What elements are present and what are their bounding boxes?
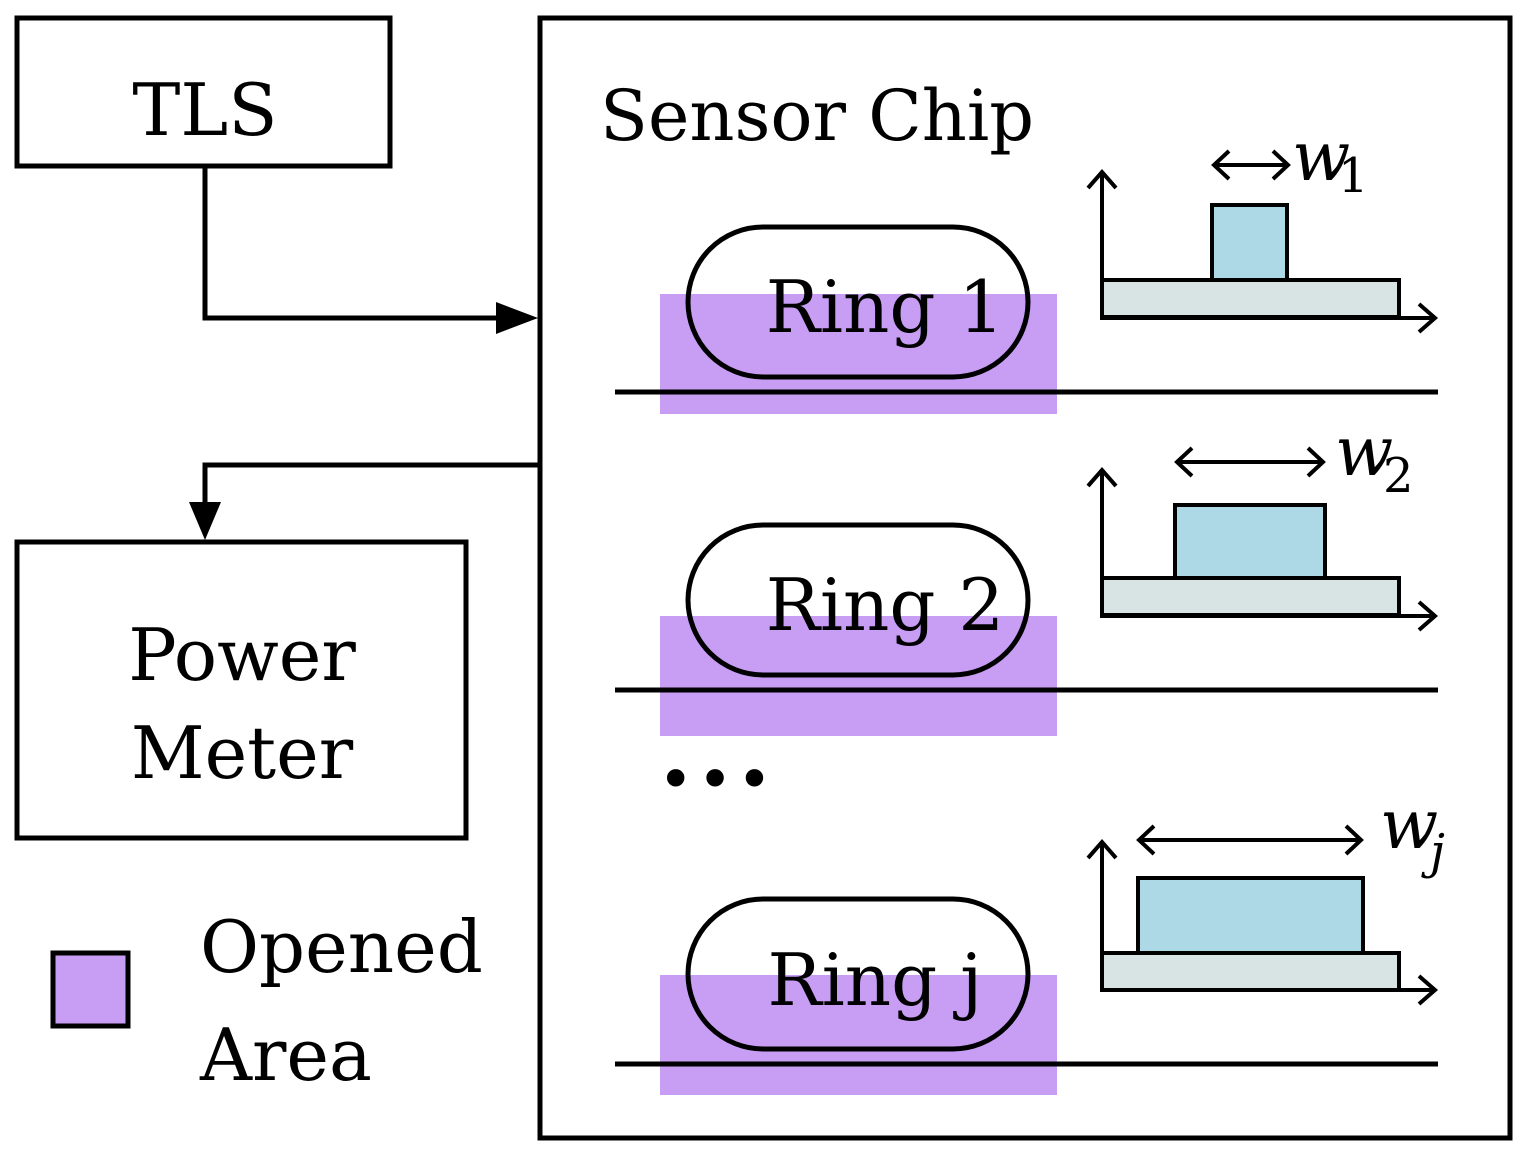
tls-to-chip-arrow (202, 168, 538, 334)
legend: Opened Area (50, 905, 483, 1097)
ring-2-group: Ring 2 w 2 (615, 413, 1439, 736)
legend-label-line1: Opened (200, 905, 483, 989)
waveguide-core-j (1136, 876, 1365, 955)
ring-1-label: Ring 1 (766, 265, 1004, 349)
width-symbol-2: w (1335, 413, 1393, 492)
width-symbol-j: w (1380, 786, 1438, 865)
substrate-2 (1100, 576, 1401, 617)
cross-section-2: w 2 (1086, 413, 1439, 632)
cross-section-1: w 1 (1086, 118, 1439, 334)
sensor-chip-label: Sensor Chip (600, 75, 1034, 157)
width-symbol-1: w (1292, 118, 1350, 197)
power-meter-label-line2: Meter (131, 711, 354, 795)
legend-swatch (50, 950, 131, 1029)
tls-label: TLS (132, 68, 277, 152)
substrate-j (1100, 951, 1401, 992)
width-subscript-2: 2 (1383, 448, 1414, 504)
ring-1-group: Ring 1 w 1 (615, 118, 1439, 414)
chip-to-power-meter-arrow (189, 462, 538, 540)
ring-1-resonator (685, 224, 1031, 380)
tls-block: TLS (14, 15, 393, 169)
power-meter-label-line1: Power (128, 613, 356, 697)
power-meter-block: Power Meter (14, 539, 469, 841)
legend-label-line2: Area (199, 1013, 372, 1097)
ring-j-group: Ring j w j (615, 786, 1445, 1095)
ellipsis: ••• (658, 745, 776, 815)
cross-section-j: w j (1086, 786, 1445, 1006)
width-subscript-1: 1 (1338, 148, 1369, 204)
waveguide-core-2 (1173, 503, 1327, 580)
waveguide-core-1 (1210, 203, 1289, 282)
ring-j-resonator (685, 896, 1031, 1052)
opened-area-j (660, 975, 1057, 1095)
substrate-1 (1100, 278, 1401, 319)
ring-2-resonator (685, 522, 1031, 678)
ring-2-label: Ring 2 (766, 563, 1004, 647)
ring-j-label: Ring j (768, 938, 983, 1022)
